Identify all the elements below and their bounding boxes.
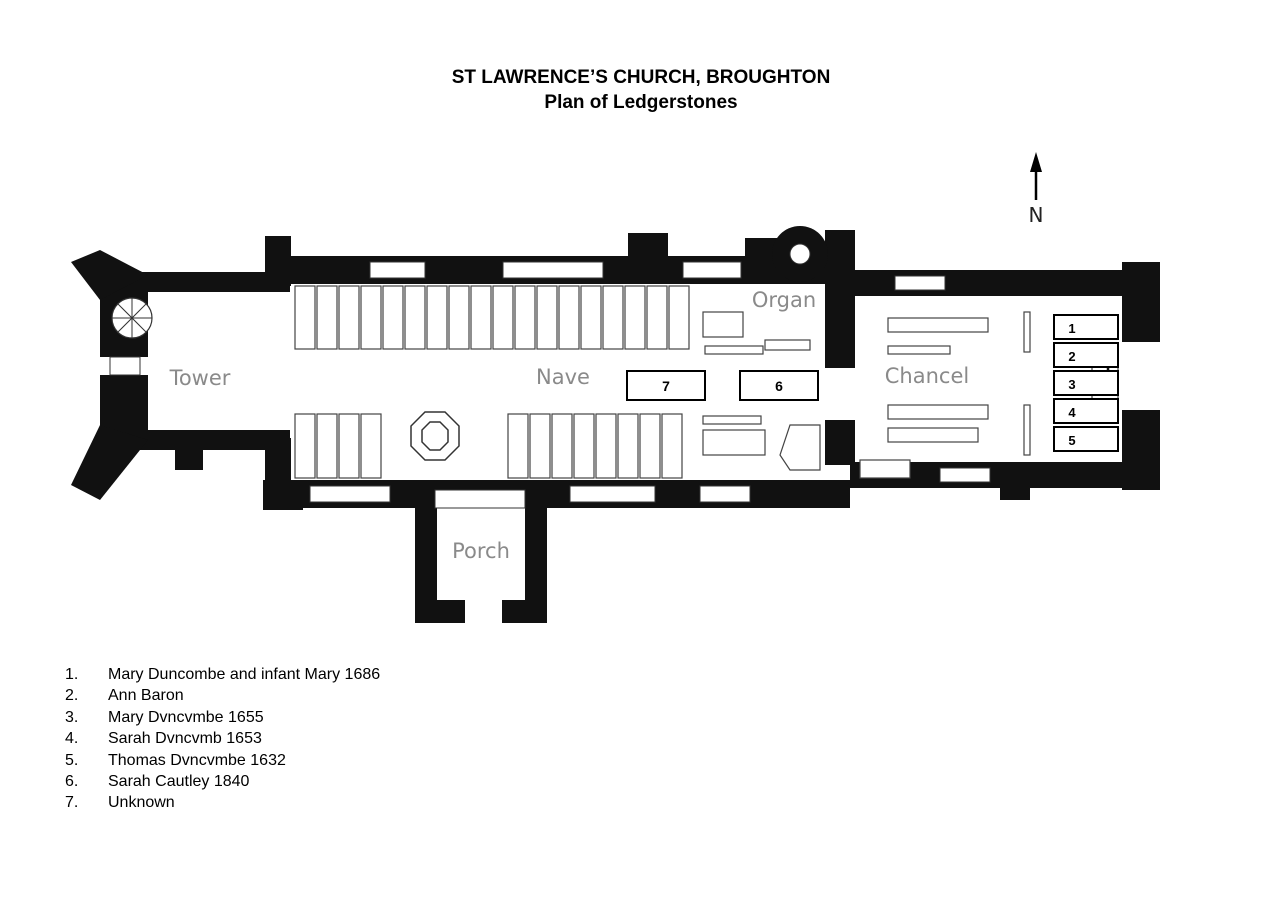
north-arrow-icon [1030, 152, 1042, 200]
ledgerstone-5: 5 [1053, 426, 1119, 452]
ledgerstone-4: 4 [1053, 398, 1119, 424]
ledgerstone-7: 7 [626, 370, 706, 401]
room-label-porch: Porch [452, 539, 510, 563]
legend: 1.Mary Duncombe and infant Mary 1686 2.A… [65, 664, 380, 814]
diagram-title: ST LAWRENCE’S CHURCH, BROUGHTON [451, 67, 831, 88]
font-icon [410, 411, 460, 461]
svg-text:3: 3 [1068, 377, 1075, 392]
legend-item: 1.Mary Duncombe and infant Mary 1686 [65, 666, 381, 683]
svg-text:2: 2 [1068, 349, 1075, 364]
svg-text:7: 7 [662, 378, 670, 394]
room-label-nave: Nave [536, 365, 590, 389]
room-label-organ: Organ [752, 288, 816, 312]
legend-item: 2.Ann Baron [65, 687, 184, 705]
ledgerstone-2: 2 [1053, 342, 1119, 368]
svg-text:6: 6 [775, 378, 783, 394]
pews-south [294, 413, 683, 479]
legend-item: 3.Mary Dvncvmbe 1655 [65, 708, 264, 726]
windows [109, 261, 991, 509]
svg-text:1: 1 [1068, 321, 1075, 336]
legend-item: 6.Sarah Cautley 1840 [65, 772, 250, 790]
ledgerstone-6: 6 [739, 370, 819, 401]
legend-item: 7.Unknown [65, 794, 175, 812]
ledgerstone-1: 1 [1053, 314, 1119, 340]
legend-item: 5.Thomas Dvncvmbe 1632 [65, 751, 286, 769]
room-label-tower: Tower [169, 366, 231, 390]
turret-stair-icon [789, 243, 811, 265]
ledgerstone-3: 3 [1053, 370, 1119, 396]
legend-item: 4.Sarah Dvncvmb 1653 [65, 730, 262, 748]
compass-label: N [1029, 203, 1044, 227]
room-label-chancel: Chancel [885, 364, 969, 388]
diagram-subtitle: Plan of Ledgerstones [544, 92, 738, 113]
svg-text:4: 4 [1068, 405, 1076, 420]
spiral-stair-icon [111, 297, 153, 339]
pews-north [294, 285, 690, 350]
svg-text:5: 5 [1068, 433, 1075, 448]
